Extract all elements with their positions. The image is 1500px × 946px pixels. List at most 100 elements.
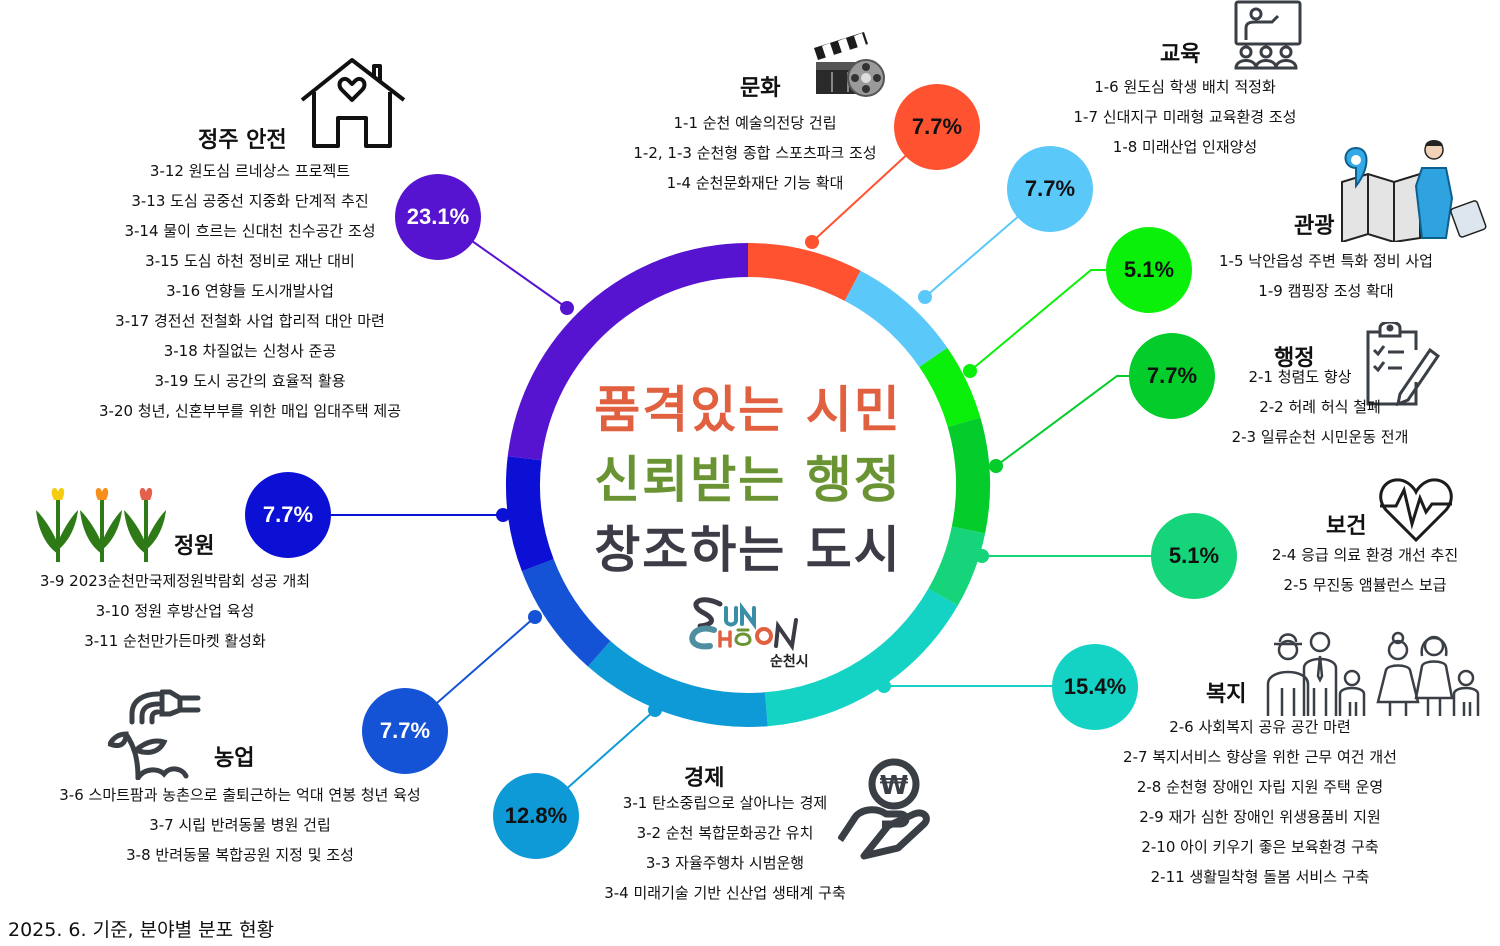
slogan-line-2: 신뢰받는 행정 bbox=[594, 451, 902, 509]
slogan-line-3: 창조하는 도시 bbox=[594, 521, 902, 579]
donut-segment-정주 안전 bbox=[507, 243, 748, 461]
economy-items: 3-1 탄소중립으로 살아나는 경제 3-2 순천 복합문화공간 유치 3-3 … bbox=[560, 788, 890, 908]
plant-watering-icon bbox=[106, 688, 204, 781]
footer-caption: 2025. 6. 기준, 분야별 분포 현황 bbox=[8, 919, 275, 941]
economy-percent-badge: 12.8% bbox=[493, 773, 579, 859]
slogan-line-1: 품격있는 시민 bbox=[594, 381, 902, 439]
education-title: 교육 bbox=[1160, 42, 1201, 67]
teacher-classroom-icon bbox=[1232, 0, 1304, 70]
list-item: 2-11 생활밀착형 돌봄 서비스 구축 bbox=[1150, 868, 1370, 886]
list-item: 1-1 순천 예술의전당 건립 bbox=[673, 114, 837, 132]
education-items: 1-6 원도심 학생 배치 적정화 1-7 신대지구 미래형 교육환경 조성 1… bbox=[1040, 72, 1330, 162]
leader-dot bbox=[496, 508, 510, 522]
list-item: 1-9 캠핑장 조성 확대 bbox=[1258, 282, 1394, 300]
heart-pulse-icon bbox=[1378, 476, 1454, 543]
garden-title: 정원 bbox=[174, 534, 215, 559]
hand-coin-won-icon: ₩ bbox=[837, 756, 934, 860]
administration-items: 2-1 청렴도 향상 2-2 허례 허식 철폐 2-3 일류순천 시민운동 전개 bbox=[1190, 362, 1450, 452]
leader-dot bbox=[805, 235, 819, 249]
list-item: 3-6 스마트팜과 농촌으로 출퇴근하는 억대 연봉 청년 육성 bbox=[59, 786, 421, 804]
list-item: 3-9 2023순천만국제정원박람회 성공 개최 bbox=[39, 572, 311, 590]
education-percent-badge: 7.7% bbox=[1007, 146, 1093, 232]
clipboard-checklist-icon bbox=[1364, 320, 1441, 407]
tourism-title: 관광 bbox=[1294, 214, 1335, 239]
list-item: 2-5 무진동 앰뷸런스 보급 bbox=[1283, 576, 1447, 594]
garden-percent-badge: 7.7% bbox=[245, 472, 331, 558]
suncheon-logo: 순천시 bbox=[680, 590, 820, 670]
list-item: 3-10 정원 후방산업 육성 bbox=[95, 602, 255, 620]
list-item: 3-12 원도심 르네상스 프로젝트 bbox=[149, 162, 351, 180]
donut-segment-농업 bbox=[521, 559, 611, 667]
list-item: 2-10 아이 키우기 좋은 보육환경 구축 bbox=[1141, 838, 1379, 856]
list-item: 1-6 원도심 학생 배치 적정화 bbox=[1094, 78, 1276, 96]
donut-segment-보건 bbox=[928, 526, 986, 606]
welfare-items: 2-6 사회복지 공유 공간 마련 2-7 복지서비스 향상을 위한 근무 여건… bbox=[1060, 712, 1460, 892]
family-group-icon bbox=[1258, 628, 1484, 718]
donut-segment-복지 bbox=[764, 588, 958, 727]
logo-subtitle: 순천시 bbox=[770, 654, 809, 670]
donut-segments bbox=[506, 243, 990, 727]
culture-percent-badge: 7.7% bbox=[894, 84, 980, 170]
settlement-title: 정주 안전 bbox=[198, 128, 287, 153]
list-item: 2-6 사회복지 공유 공간 마련 bbox=[1169, 718, 1351, 736]
list-item: 3-19 도시 공간의 효율적 활용 bbox=[154, 372, 346, 390]
culture-items: 1-1 순천 예술의전당 건립 1-2, 1-3 순천형 종합 스포츠파크 조성… bbox=[600, 108, 910, 198]
list-item: 3-14 물이 흐르는 신대천 친수공간 조성 bbox=[124, 222, 376, 240]
administration-percent-badge: 7.7% bbox=[1129, 333, 1215, 419]
list-item: 3-4 미래기술 기반 신산업 생태계 구축 bbox=[604, 884, 846, 902]
list-item: 2-2 허례 허식 철폐 bbox=[1259, 398, 1381, 416]
health-percent-badge: 5.1% bbox=[1151, 513, 1237, 599]
list-item: 3-1 탄소중립으로 살아나는 경제 bbox=[622, 794, 828, 812]
list-item: 3-18 차질없는 신청사 준공 bbox=[163, 342, 337, 360]
leader-dot bbox=[528, 610, 542, 624]
leader-dot bbox=[877, 679, 891, 693]
welfare-percent-badge: 15.4% bbox=[1052, 644, 1138, 730]
list-item: 2-8 순천형 장애인 자립 지원 주택 운영 bbox=[1136, 778, 1384, 796]
list-item: 2-3 일류순천 시민운동 전개 bbox=[1231, 428, 1409, 446]
list-item: 3-16 연향들 도시개발사업 bbox=[166, 282, 334, 300]
leader-dot bbox=[648, 703, 662, 717]
agriculture-title: 농업 bbox=[214, 746, 255, 771]
list-item: 3-13 도심 공중선 지중화 단계적 추진 bbox=[131, 192, 369, 210]
garden-items: 3-9 2023순천만국제정원박람회 성공 개최 3-10 정원 후방산업 육성… bbox=[30, 566, 320, 656]
tourism-items: 1-5 낙안읍성 주변 특화 정비 사업 1-9 캠핑장 조성 확대 bbox=[1196, 246, 1456, 306]
agriculture-percent-badge: 7.7% bbox=[362, 688, 448, 774]
list-item: 2-9 재가 심한 장애인 위생용품비 지원 bbox=[1139, 808, 1381, 826]
tulips-icon bbox=[32, 484, 172, 564]
settlement-items: 3-12 원도심 르네상스 프로젝트 3-13 도심 공중선 지중화 단계적 추… bbox=[60, 156, 440, 426]
list-item: 3-20 청년, 신혼부부를 위한 매입 임대주택 제공 bbox=[98, 402, 402, 420]
list-item: 1-5 낙안읍성 주변 특화 정비 사업 bbox=[1219, 252, 1433, 270]
health-title: 보건 bbox=[1326, 514, 1367, 539]
list-item: 2-7 복지서비스 향상을 위한 근무 여건 개선 bbox=[1123, 748, 1397, 766]
list-item: 1-7 신대지구 미래형 교육환경 조성 bbox=[1073, 108, 1297, 126]
list-item: 2-4 응급 의료 환경 개선 추진 bbox=[1271, 546, 1459, 564]
welfare-title: 복지 bbox=[1206, 682, 1247, 707]
donut-segment-정원 bbox=[506, 456, 554, 572]
culture-title: 문화 bbox=[740, 76, 781, 101]
list-item: 3-17 경전선 전철화 사업 합리적 대안 마련 bbox=[115, 312, 385, 330]
list-item: 3-8 반려동물 복합공원 지정 및 조성 bbox=[126, 846, 354, 864]
house-heart-icon bbox=[300, 56, 406, 152]
leader-dot bbox=[560, 301, 574, 315]
health-items: 2-4 응급 의료 환경 개선 추진 2-5 무진동 앰뷸런스 보급 bbox=[1240, 540, 1490, 600]
donut-segment-교육 bbox=[844, 270, 948, 368]
leader-dot bbox=[918, 290, 932, 304]
list-item: 3-15 도심 하천 정비로 재난 대비 bbox=[145, 252, 355, 270]
leader-dot bbox=[975, 549, 989, 563]
donut-segment-문화 bbox=[748, 243, 861, 301]
economy-title: 경제 bbox=[684, 766, 725, 791]
list-item: 3-3 자율주행차 시범운행 bbox=[645, 854, 805, 872]
film-clapper-icon bbox=[808, 28, 888, 100]
settlement-percent-badge: 23.1% bbox=[395, 174, 481, 260]
donut-segment-관광 bbox=[919, 347, 981, 427]
donut-segment-경제 bbox=[587, 641, 768, 727]
leader-dot bbox=[963, 364, 977, 378]
list-item: 3-11 순천만가든마켓 활성화 bbox=[84, 632, 266, 650]
list-item: 3-7 시립 반려동물 병원 건립 bbox=[149, 816, 331, 834]
list-item: 1-2, 1-3 순천형 종합 스포츠파크 조성 bbox=[633, 144, 877, 162]
tourism-percent-badge: 5.1% bbox=[1106, 227, 1192, 313]
list-item: 2-1 청렴도 향상 bbox=[1248, 368, 1352, 386]
svg-text:₩: ₩ bbox=[880, 771, 909, 801]
administration-title: 행정 bbox=[1274, 346, 1315, 371]
